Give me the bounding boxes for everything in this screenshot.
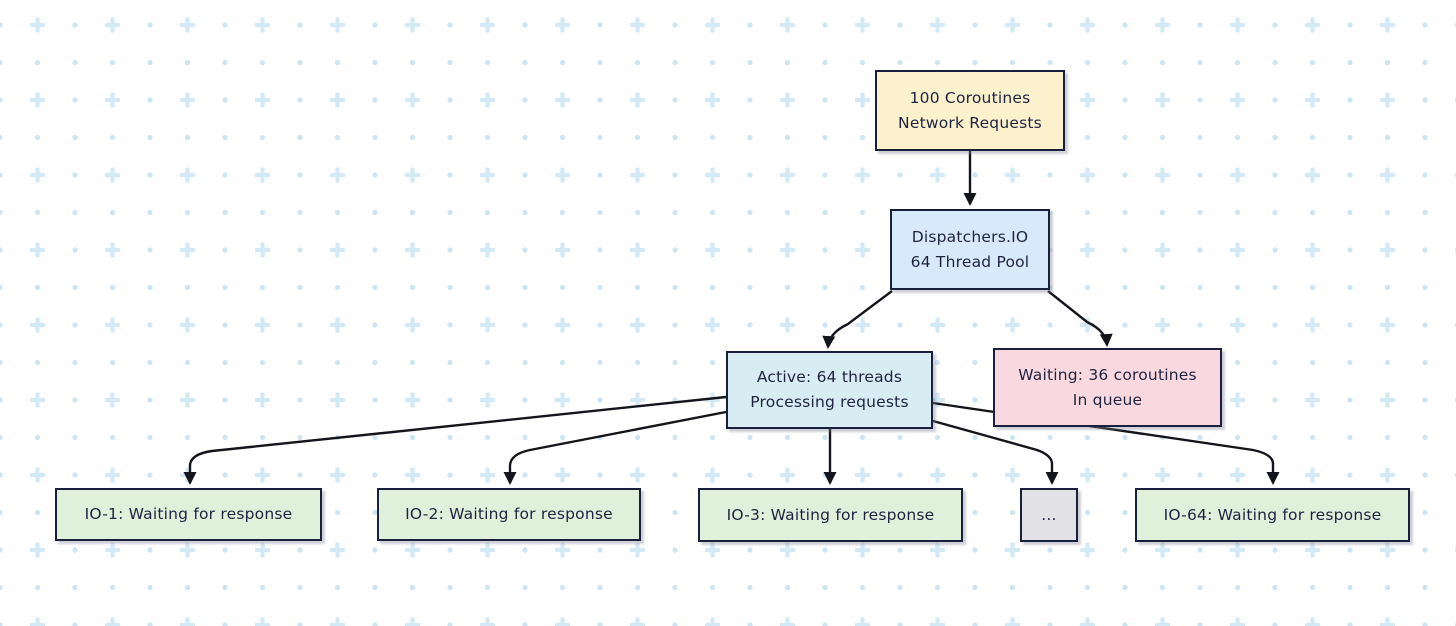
- node-label-line1: 100 Coroutines: [909, 88, 1031, 107]
- node-label-line2: Processing requests: [750, 393, 909, 411]
- node-label-line2: In queue: [1072, 390, 1143, 409]
- connector-active-io1: [183, 395, 727, 485]
- node-label-line1: IO-1: Waiting for response: [84, 505, 293, 523]
- connector-active-io2: [503, 410, 727, 485]
- node-dispatchers-io: Dispatchers.IO 64 Thread Pool: [890, 209, 1050, 290]
- node-label-line1: Waiting: 36 coroutines: [1018, 365, 1197, 384]
- node-label-line1: IO-3: Waiting for response: [726, 505, 935, 524]
- connector-dispatcher-active: [822, 290, 893, 349]
- node-io2: IO-2: Waiting for response: [377, 488, 641, 541]
- node-io1: IO-1: Waiting for response: [55, 488, 322, 541]
- node-label-line1: Active: 64 threads: [756, 368, 903, 386]
- node-io3: IO-3: Waiting for response: [698, 488, 963, 542]
- node-label-line2: 64 Thread Pool: [910, 252, 1030, 271]
- node-label-line1: IO-2: Waiting for response: [405, 505, 613, 523]
- node-io64: IO-64: Waiting for response: [1135, 488, 1410, 542]
- node-active-threads: Active: 64 threads Processing requests: [726, 351, 933, 429]
- connector-active-io64: [932, 401, 1280, 485]
- node-ellipsis: ...: [1020, 488, 1078, 542]
- node-label-line1: IO-64: Waiting for response: [1163, 505, 1382, 524]
- node-100-coroutines: 100 Coroutines Network Requests: [875, 70, 1065, 151]
- node-label-line2: Network Requests: [898, 113, 1042, 132]
- node-label-line1: Dispatchers.IO: [911, 227, 1029, 246]
- node-label-line1: ...: [1041, 505, 1057, 524]
- connector-active-ellipsis: [932, 419, 1059, 485]
- connector-dispatcher-waiting: [1047, 290, 1113, 347]
- node-waiting-coroutines: Waiting: 36 coroutines In queue: [993, 348, 1222, 427]
